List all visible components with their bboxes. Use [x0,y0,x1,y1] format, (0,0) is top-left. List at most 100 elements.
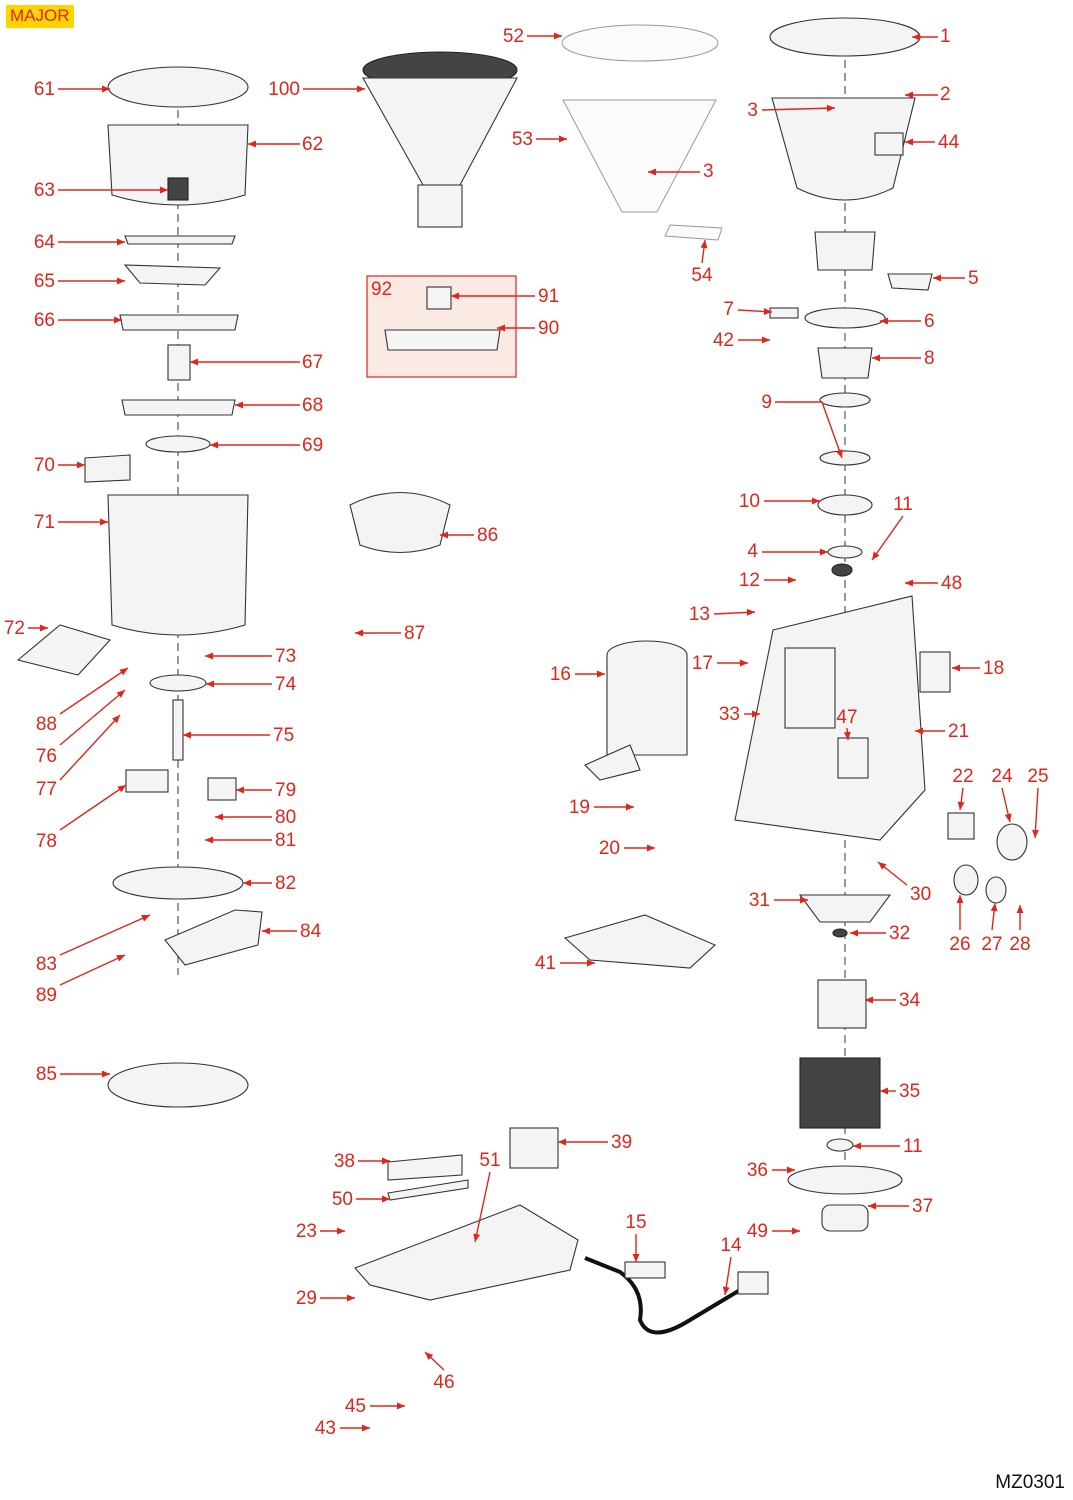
leader-arrow-77 [112,715,120,724]
callout-18: 18 [983,658,1004,679]
callout-36: 36 [747,1160,768,1181]
callout-91: 91 [538,286,559,307]
leader-arrow-42 [762,336,770,344]
callout-11: 11 [903,1136,923,1157]
body-label-plate [837,737,869,779]
leader-arrow-22 [957,801,965,810]
right-grinder-assembly [563,17,1028,1232]
alternate-hopper [561,24,723,241]
leader-arrow-39 [558,1138,566,1146]
callout-44: 44 [938,132,960,153]
leader-arrow-84 [262,927,270,935]
callout-87: 87 [404,623,425,644]
leader-arrow-81 [205,836,213,844]
leader-arrow-61 [102,85,110,93]
leader-9 [775,401,843,459]
leader-arrow-85 [102,1070,110,1078]
base-plate-51 [354,1204,579,1301]
leader-arrow-17 [740,659,748,667]
callout-26: 26 [949,934,970,955]
leader-arrow-38 [382,1157,390,1165]
terminal-strip-50 [387,1179,469,1201]
leader-arrow-52 [554,32,562,40]
callout-52: 52 [503,26,524,47]
callout-23: 23 [296,1221,317,1242]
base-plate-84 [107,1062,249,1108]
leader-arrow-26 [956,895,964,903]
leader-arrow-29 [347,1294,355,1302]
callout-86: 86 [477,525,498,546]
leader-arrow-36 [787,1166,795,1174]
callout-24: 24 [991,766,1013,787]
leader-arrow-64 [117,238,125,246]
switch [947,812,975,840]
leader-arrow-78 [117,785,126,793]
callout-46: 46 [433,1372,454,1393]
callout-39: 39 [611,1132,632,1153]
timer-plate [996,823,1028,861]
leader-arrow-91 [451,292,459,300]
callout-66: 66 [34,310,55,331]
leader-arrow-50 [382,1195,390,1203]
hopper-neck [814,231,876,271]
doser-spout-71 [16,624,111,676]
callout-64: 64 [34,232,56,253]
cord-clamp [624,1261,666,1279]
alt-hopper-shutter [664,224,723,241]
doser-16 [584,640,688,781]
leader-arrow-8 [872,354,880,362]
rotor [817,979,867,1029]
callout-49: 49 [747,1221,768,1242]
kit-sweep-arm [384,329,501,351]
leader-51 [474,1171,491,1243]
callout-71: 71 [34,512,55,533]
lower-burr [819,450,871,466]
leader-arrow-3 [826,104,835,112]
leader-arrow-82 [243,879,251,887]
callout-2: 2 [940,84,951,105]
hopper-shutter [887,273,933,291]
callout-14: 14 [720,1235,742,1256]
callout-33: 33 [719,704,740,725]
callout-89: 89 [36,985,57,1006]
gear-box-77 [125,769,169,793]
hopper-throat [417,184,463,228]
callout-3: 3 [703,161,714,182]
leader-arrow-20 [647,844,655,852]
leader-arrow-90 [497,324,505,332]
ring-73 [149,674,207,692]
callout-34: 34 [899,990,921,1011]
hopper [771,97,916,201]
leader-arrow-15 [632,1254,640,1262]
callout-79: 79 [275,780,296,801]
leader-arrow-74 [206,680,214,688]
callout-6: 6 [924,311,935,332]
leader-88 [59,667,129,715]
callout-42: 42 [713,330,734,351]
leader-arrow-3 [648,168,656,176]
callout-1: 1 [940,26,951,47]
model-badge: MAJOR [6,5,74,28]
callout-12: 12 [739,570,760,591]
callout-62: 62 [302,134,323,155]
callout-32: 32 [889,923,910,944]
power-cord [584,1256,742,1335]
leader-arrow-28 [1016,905,1024,913]
callout-63: 63 [34,180,55,201]
callout-28: 28 [1009,934,1030,955]
leader-arrow-10 [812,497,820,505]
washer [827,545,863,559]
motor-bearing-top [832,928,848,938]
leader-arrow-19 [626,803,634,811]
callout-80: 80 [275,807,296,828]
leader-arrow-73 [205,652,213,660]
doser-housing [107,494,249,636]
hopper-lid [769,17,921,57]
callout-41: 41 [535,953,556,974]
callout-38: 38 [334,1151,355,1172]
leader-arrow-46 [425,1352,434,1361]
leader-arrow-49 [792,1227,800,1235]
alt-hopper [562,99,717,213]
